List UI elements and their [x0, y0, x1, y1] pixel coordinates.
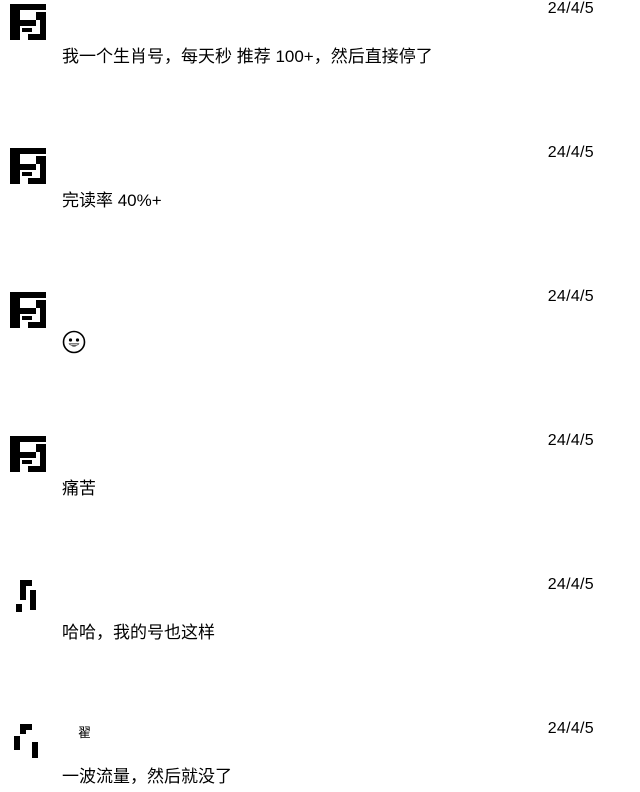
comment-author[interactable]: 翟 — [78, 725, 92, 740]
avatar[interactable] — [6, 432, 50, 476]
comment-text: 我一个生肖号，每天秒 推荐 100+，然后直接停了 — [62, 47, 433, 66]
avatar-image — [8, 578, 48, 618]
comment-item: 24/4/5 — [0, 288, 640, 432]
comment-item: 24/4/5 哈哈，我的号也这样 — [0, 576, 640, 720]
comment-item: 24/4/5 完读率 40%+ — [0, 144, 640, 288]
avatar[interactable] — [6, 576, 50, 620]
comment-date: 24/4/5 — [547, 576, 594, 593]
comment-text: 痛苦 — [62, 479, 96, 498]
avatar-image — [8, 2, 48, 42]
comment-date: 24/4/5 — [547, 432, 594, 449]
comment-item: 24/4/5 我一个生肖号，每天秒 推荐 100+，然后直接停了 — [0, 0, 640, 144]
comment-date: 24/4/5 — [547, 720, 594, 737]
avatar-image — [8, 290, 48, 330]
comment-item: 翟 24/4/5 一波流量，然后就没了 — [0, 720, 640, 792]
avatar[interactable] — [6, 720, 50, 764]
avatar-image — [8, 434, 48, 474]
comment-date: 24/4/5 — [547, 0, 594, 17]
avatar[interactable] — [6, 288, 50, 332]
comment-text: 一波流量，然后就没了 — [62, 767, 232, 786]
comment-text — [62, 330, 86, 354]
comment-date: 24/4/5 — [547, 288, 594, 305]
avatar[interactable] — [6, 144, 50, 188]
avatar[interactable] — [6, 0, 50, 44]
comment-text: 完读率 40%+ — [62, 191, 162, 210]
grinning-face-icon — [62, 330, 86, 354]
comment-item: 24/4/5 痛苦 — [0, 432, 640, 576]
avatar-image — [8, 722, 48, 762]
avatar-image — [8, 146, 48, 186]
comment-date: 24/4/5 — [547, 144, 594, 161]
comment-text: 哈哈，我的号也这样 — [62, 623, 215, 642]
